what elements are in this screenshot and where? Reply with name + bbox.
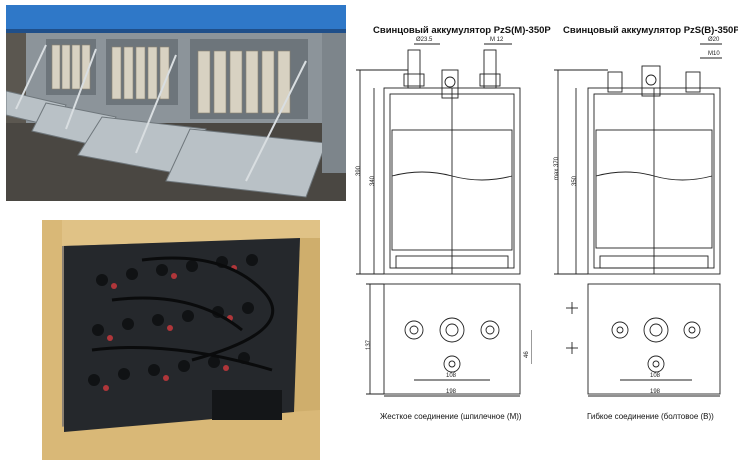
left-dim-total-height: 390 — [356, 165, 362, 176]
left-dim-width: 198 — [446, 389, 457, 395]
right-drawing-caption: Гибкое соединение (болтовое (B)) — [587, 412, 714, 421]
left-drawing-caption: Жесткое соединение (шпилечное (M)) — [380, 412, 522, 421]
right-technical-drawing: max 370 350 Ø20 M10 108 198 — [554, 37, 722, 397]
left-dim-offset: 46 — [524, 351, 530, 358]
crated-battery-bank-photo — [42, 220, 320, 460]
left-technical-drawing: 390 340 Ø23.5 M 12 137 46 108 198 — [356, 37, 532, 397]
left-dim-terminal-diameter: Ø23.5 — [416, 37, 433, 43]
right-dim-terminal-spacing: 108 — [650, 373, 661, 379]
battery-compartment-photo — [6, 5, 346, 201]
right-dim-terminal-diameter: Ø20 — [708, 37, 720, 43]
right-drawing-title: Свинцовый аккумулятор PzS(B)-350P — [563, 25, 738, 36]
left-dim-case-height: 340 — [370, 175, 376, 186]
right-dim-total-height: max 370 — [554, 156, 560, 180]
left-dim-terminal-spacing: 108 — [446, 373, 457, 379]
left-dim-thread: M 12 — [490, 37, 504, 43]
left-dim-depth: 137 — [366, 339, 372, 350]
right-dim-case-height: 350 — [572, 175, 578, 186]
right-dim-thread: M10 — [708, 51, 720, 57]
right-dim-width: 198 — [650, 389, 661, 395]
left-drawing-title: Свинцовый аккумулятор PzS(M)-350P — [373, 25, 551, 36]
